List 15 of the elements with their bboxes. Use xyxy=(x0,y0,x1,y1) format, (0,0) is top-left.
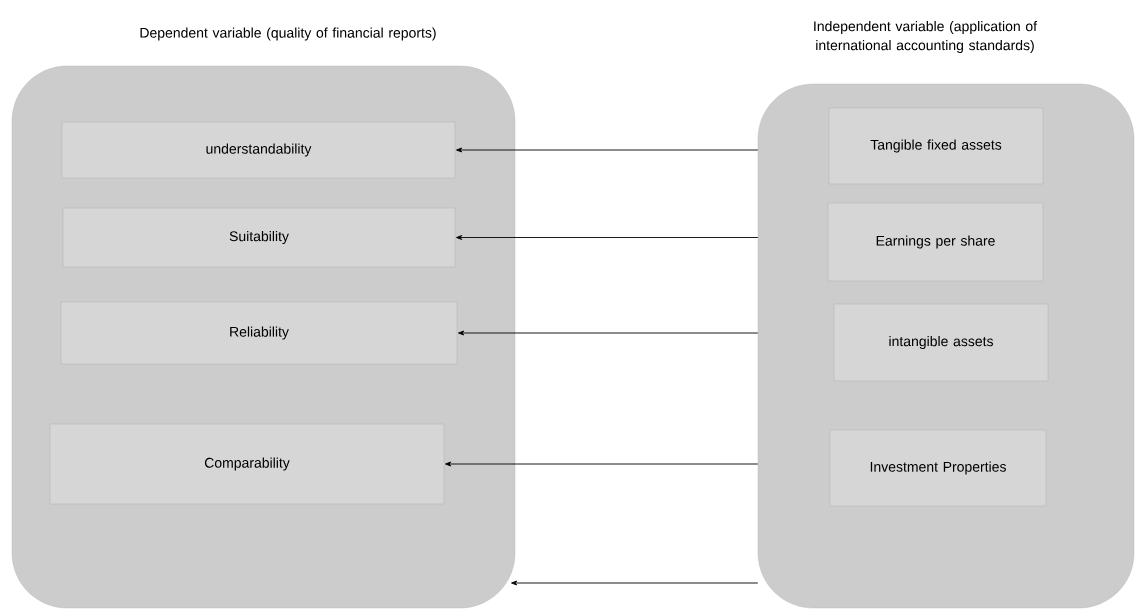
arrow xyxy=(456,147,759,153)
panel-heading: Independent variable (application of international accounting standards) xyxy=(814,20,1038,53)
arrow xyxy=(445,461,759,467)
arrow xyxy=(511,580,759,586)
arrow xyxy=(458,330,759,336)
panel-heading: Dependent variable (quality of financial reports) xyxy=(140,27,436,41)
label-box: Tangible fixed assets xyxy=(828,107,1044,185)
label-box: intangible assets xyxy=(833,303,1049,382)
arrow xyxy=(456,235,759,240)
label-box: Earnings per share xyxy=(827,202,1044,282)
label-box: Comparability xyxy=(49,423,445,505)
label-box: Investment Properties xyxy=(829,429,1047,507)
label-box: Reliability xyxy=(60,301,458,365)
label-box: understandability xyxy=(61,121,456,179)
label-box: Suitability xyxy=(62,207,456,268)
